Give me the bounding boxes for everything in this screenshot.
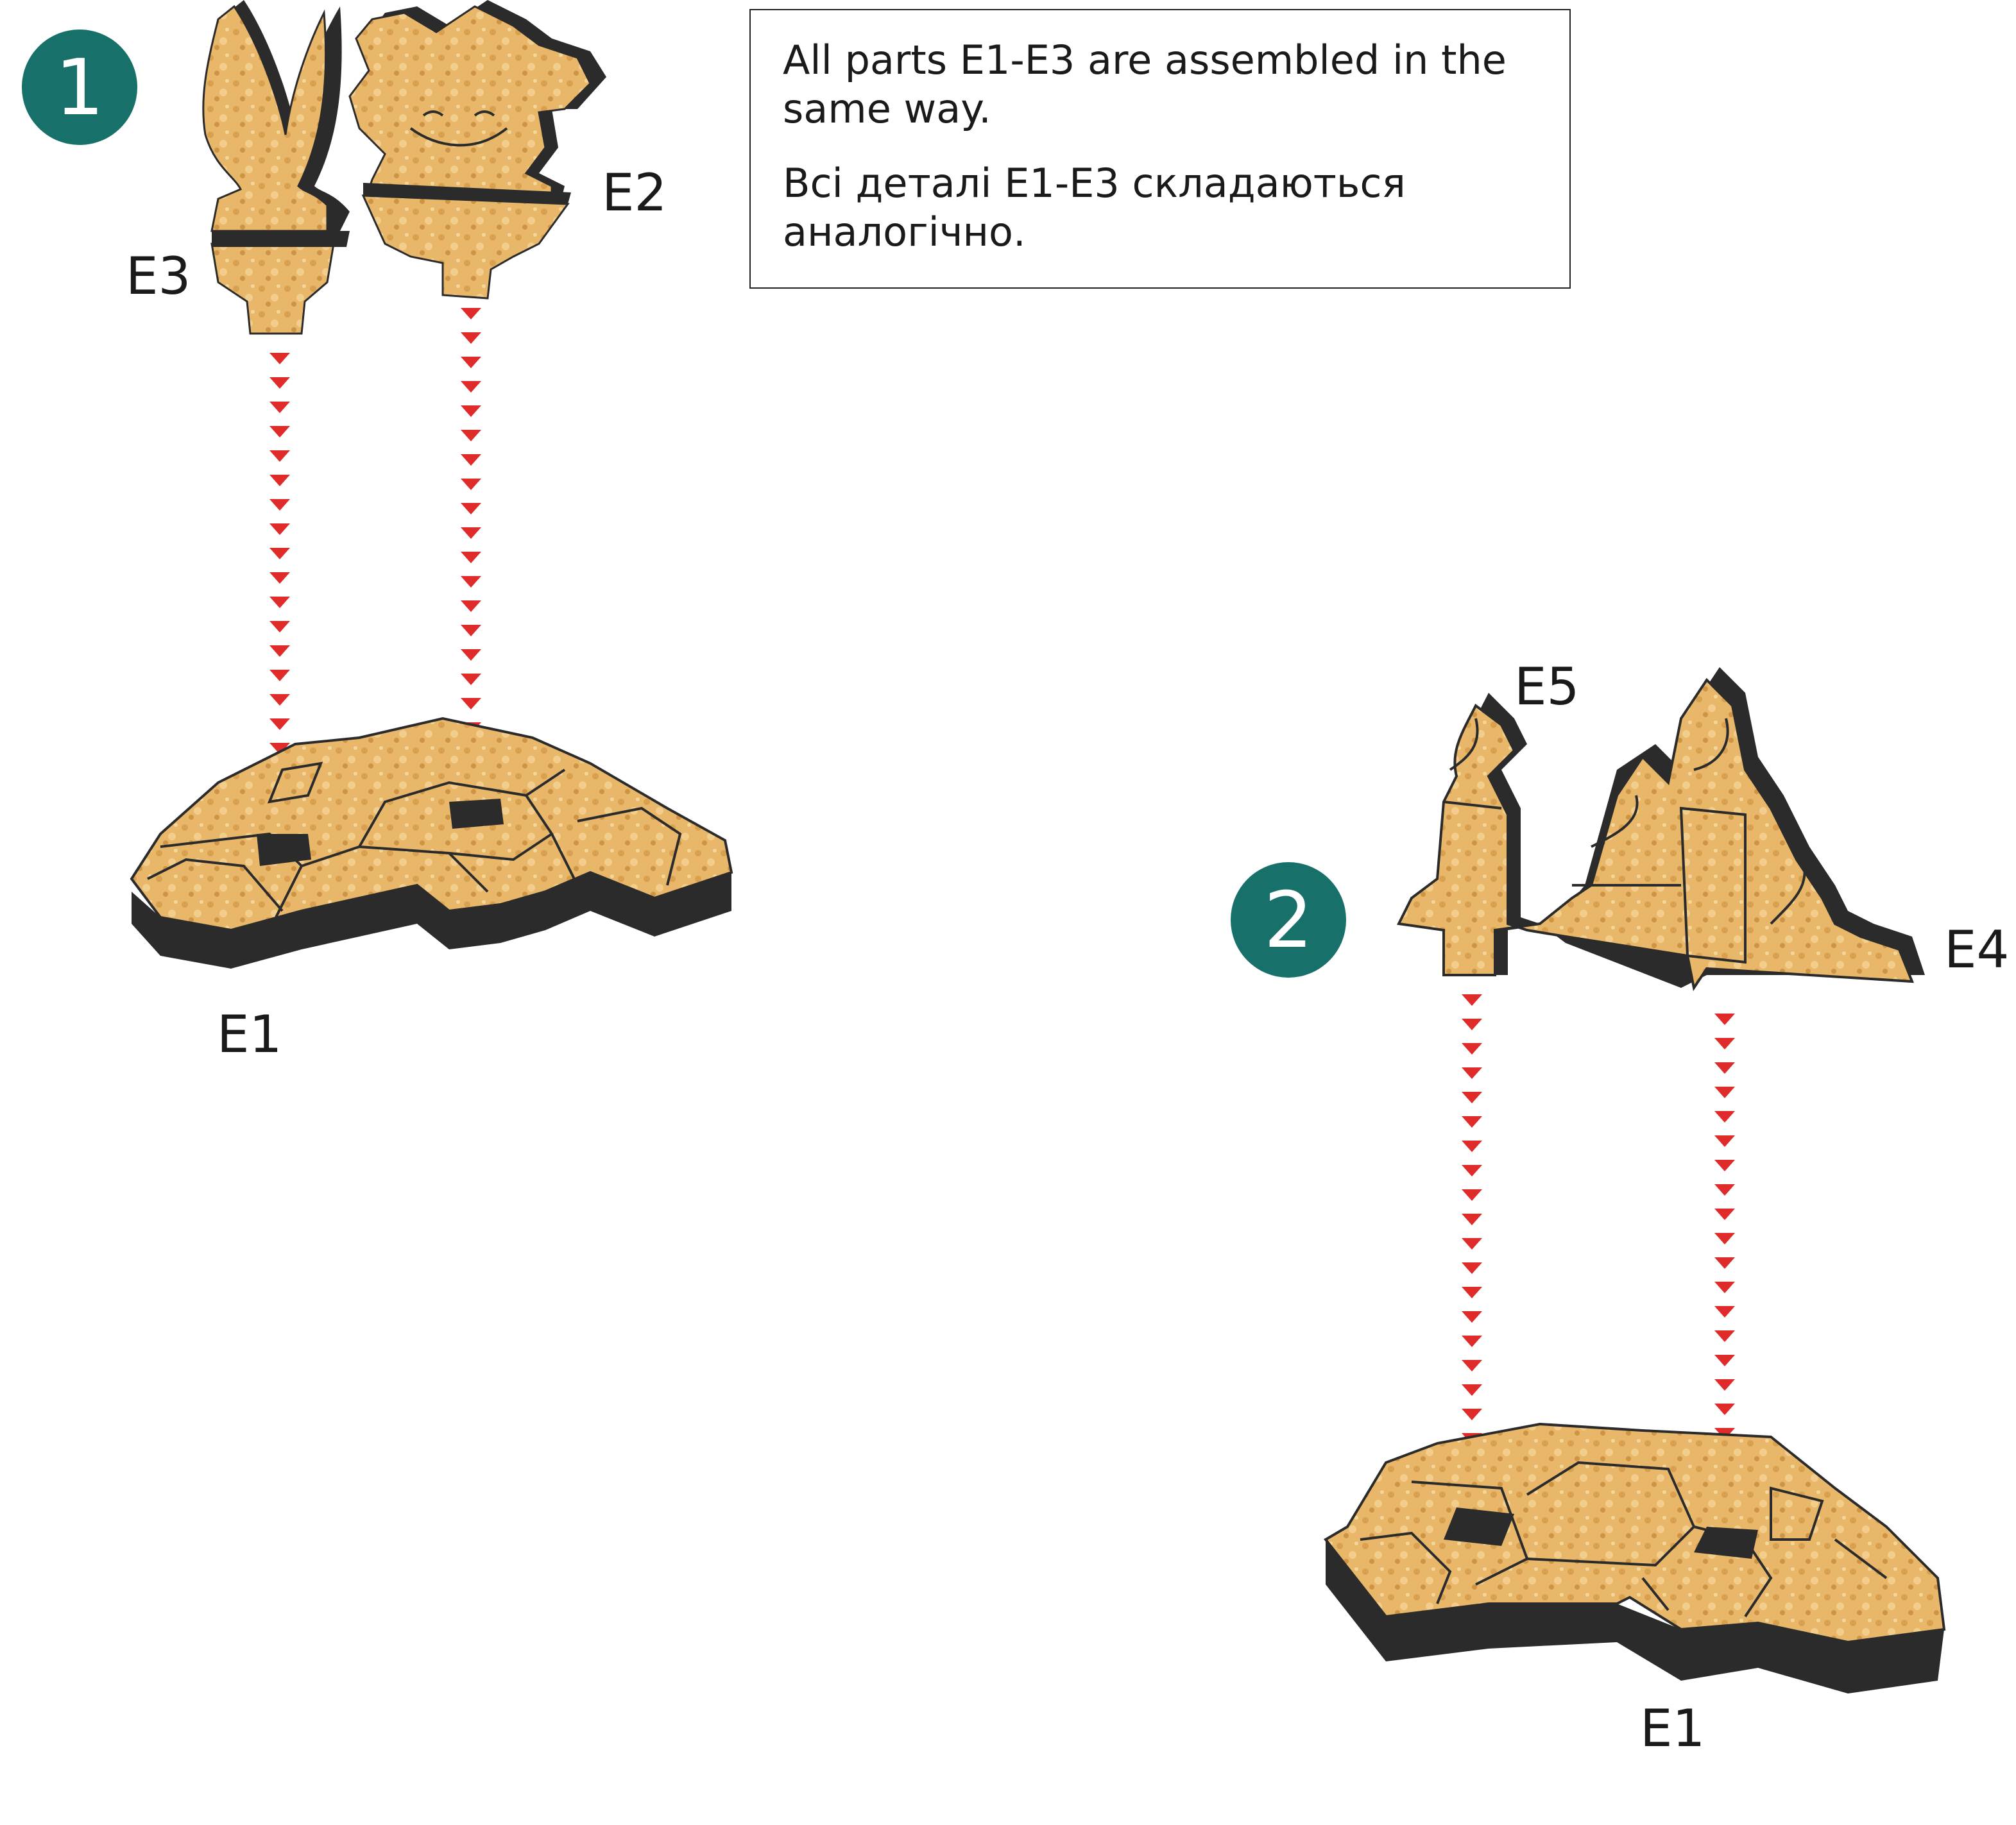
- arrow-tick: [461, 357, 481, 368]
- arrow-tick: [1462, 1311, 1482, 1323]
- part-e2-plant-pot: [350, 0, 606, 298]
- arrow-tick: [1462, 1189, 1482, 1201]
- step-1-number: 1: [55, 44, 104, 133]
- arrow-tick: [1714, 1135, 1735, 1147]
- arrow-tick: [269, 572, 290, 584]
- arrow-tick: [1714, 1404, 1735, 1415]
- arrow-tick: [1714, 1014, 1735, 1025]
- arrow-tick: [269, 426, 290, 437]
- arrow-tick: [461, 576, 481, 588]
- arrow-tick: [461, 503, 481, 514]
- arrow-tick: [269, 694, 290, 706]
- part-e1-base-step-1: [132, 718, 731, 969]
- arrow-tick: [1462, 1019, 1482, 1030]
- step-1-badge: 1: [22, 30, 137, 145]
- arrow-tick: [269, 499, 290, 511]
- arrow-tick: [269, 353, 290, 364]
- label-e5: E5: [1514, 657, 1579, 717]
- arrow-tick: [461, 454, 481, 466]
- label-e1-step-2: E1: [1640, 1699, 1705, 1758]
- arrow-tick: [461, 527, 481, 539]
- arrow-tick: [1462, 1165, 1482, 1176]
- arrow-tick: [269, 377, 290, 389]
- arrow-tick: [1714, 1355, 1735, 1366]
- arrow-tick: [269, 597, 290, 608]
- arrow-tick: [461, 600, 481, 612]
- arrow-tick: [1714, 1160, 1735, 1171]
- arrow-tick: [1462, 1116, 1482, 1128]
- arrow-tick: [269, 621, 290, 632]
- arrow-tick: [1462, 1262, 1482, 1274]
- arrow-tick: [1714, 1038, 1735, 1049]
- arrow-tick: [1462, 1409, 1482, 1420]
- arrow-tick: [269, 548, 290, 559]
- arrow-tick: [1714, 1330, 1735, 1342]
- part-e1-base-step-2: [1326, 1424, 1944, 1693]
- arrow-tick: [461, 649, 481, 661]
- part-e4-e5-candles: [1399, 667, 1925, 988]
- arrow-tick: [269, 645, 290, 657]
- label-e3: E3: [126, 246, 191, 306]
- arrow-tick: [1714, 1087, 1735, 1098]
- arrow-tick: [1462, 1092, 1482, 1103]
- label-e1-step-1: E1: [217, 1005, 282, 1064]
- arrow-tick: [1462, 1214, 1482, 1225]
- arrow-tick: [1714, 1209, 1735, 1220]
- arrow-tick: [461, 332, 481, 344]
- arrow-tick: [461, 405, 481, 417]
- note-ukrainian: Всі деталі Е1-Е3 складаються аналогічно.: [783, 159, 1537, 257]
- arrow-tick: [461, 479, 481, 490]
- arrow-tick: [1462, 1043, 1482, 1055]
- instruction-note: All parts E1-E3 are assembled in the sam…: [749, 9, 1571, 289]
- step-2-number: 2: [1264, 876, 1313, 965]
- arrow-tick: [461, 674, 481, 685]
- note-english: All parts E1-E3 are assembled in the sam…: [783, 36, 1537, 133]
- arrow-tick: [1714, 1062, 1735, 1074]
- arrow-tick: [1462, 1360, 1482, 1371]
- arrow-tick: [269, 450, 290, 462]
- arrow-tick: [269, 718, 290, 730]
- arrow-tick: [461, 430, 481, 441]
- part-e3-rabbit-pot: [203, 0, 350, 334]
- step-2: 2 E5 E4 E1: [1231, 657, 2009, 1758]
- arrow-tick: [461, 698, 481, 709]
- step-2-badge: 2: [1231, 862, 1346, 978]
- step-1: 1 E2 E3: [22, 0, 731, 1064]
- label-e2: E2: [602, 163, 667, 223]
- arrow-tick: [461, 308, 481, 319]
- arrow-tick: [461, 625, 481, 636]
- arrow-tick: [269, 523, 290, 535]
- arrow-tick: [1462, 1287, 1482, 1298]
- arrow-tick: [1462, 1238, 1482, 1250]
- arrow-tick: [269, 670, 290, 681]
- arrow-tick: [1462, 994, 1482, 1006]
- label-e4: E4: [1944, 920, 2009, 980]
- arrow-tick: [269, 402, 290, 413]
- arrow-tick: [1714, 1282, 1735, 1293]
- arrow-tick: [1714, 1184, 1735, 1196]
- arrow-tick: [1714, 1379, 1735, 1391]
- arrow-tick: [1462, 1067, 1482, 1079]
- arrow-tick: [461, 552, 481, 563]
- arrow-tick: [461, 381, 481, 393]
- arrow-tick: [1714, 1257, 1735, 1269]
- arrow-tick: [1714, 1233, 1735, 1244]
- arrow-tick: [1462, 1336, 1482, 1347]
- arrow-tick: [1714, 1111, 1735, 1123]
- arrow-tick: [269, 475, 290, 486]
- arrow-tick: [1462, 1384, 1482, 1396]
- arrow-tick: [1462, 1141, 1482, 1152]
- arrow-tick: [1714, 1306, 1735, 1318]
